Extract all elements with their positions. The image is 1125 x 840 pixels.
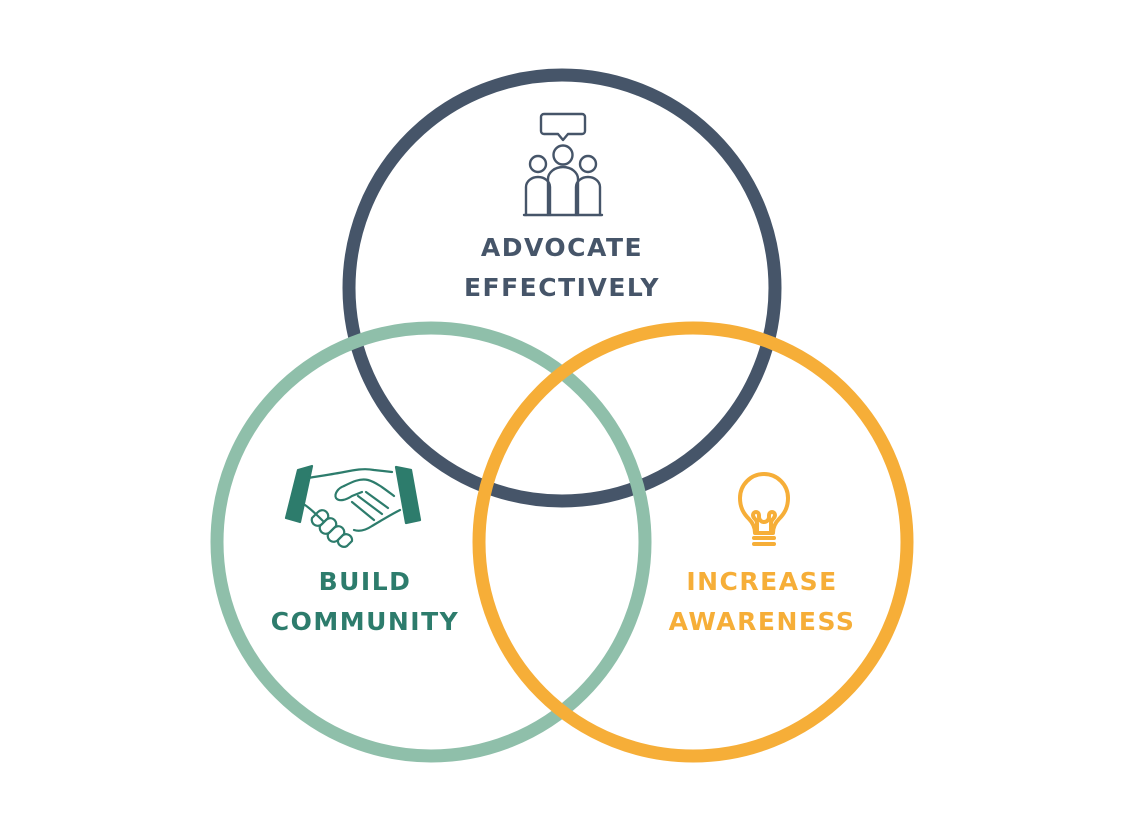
label-build-line-1: BUILD — [318, 567, 412, 596]
people-speech-icon — [522, 112, 604, 217]
label-advocate-line-1: ADVOCATE — [480, 233, 644, 262]
lightbulb-icon — [738, 472, 790, 546]
label-increase-line-2: AWARENESS — [668, 607, 856, 636]
circle-advocate — [342, 68, 782, 508]
circle-increase-awareness — [472, 321, 914, 763]
label-advocate-line-2: EFFECTIVELY — [463, 273, 661, 302]
circle-build-community — [210, 321, 652, 763]
label-increase-awareness: INCREASE AWARENESS — [612, 562, 912, 642]
label-build-community: BUILD COMMUNITY — [215, 562, 515, 642]
label-advocate-effectively: ADVOCATE EFFECTIVELY — [412, 228, 712, 308]
label-build-line-2: COMMUNITY — [270, 607, 460, 636]
handshake-icon — [284, 464, 422, 548]
label-increase-line-1: INCREASE — [686, 567, 838, 596]
